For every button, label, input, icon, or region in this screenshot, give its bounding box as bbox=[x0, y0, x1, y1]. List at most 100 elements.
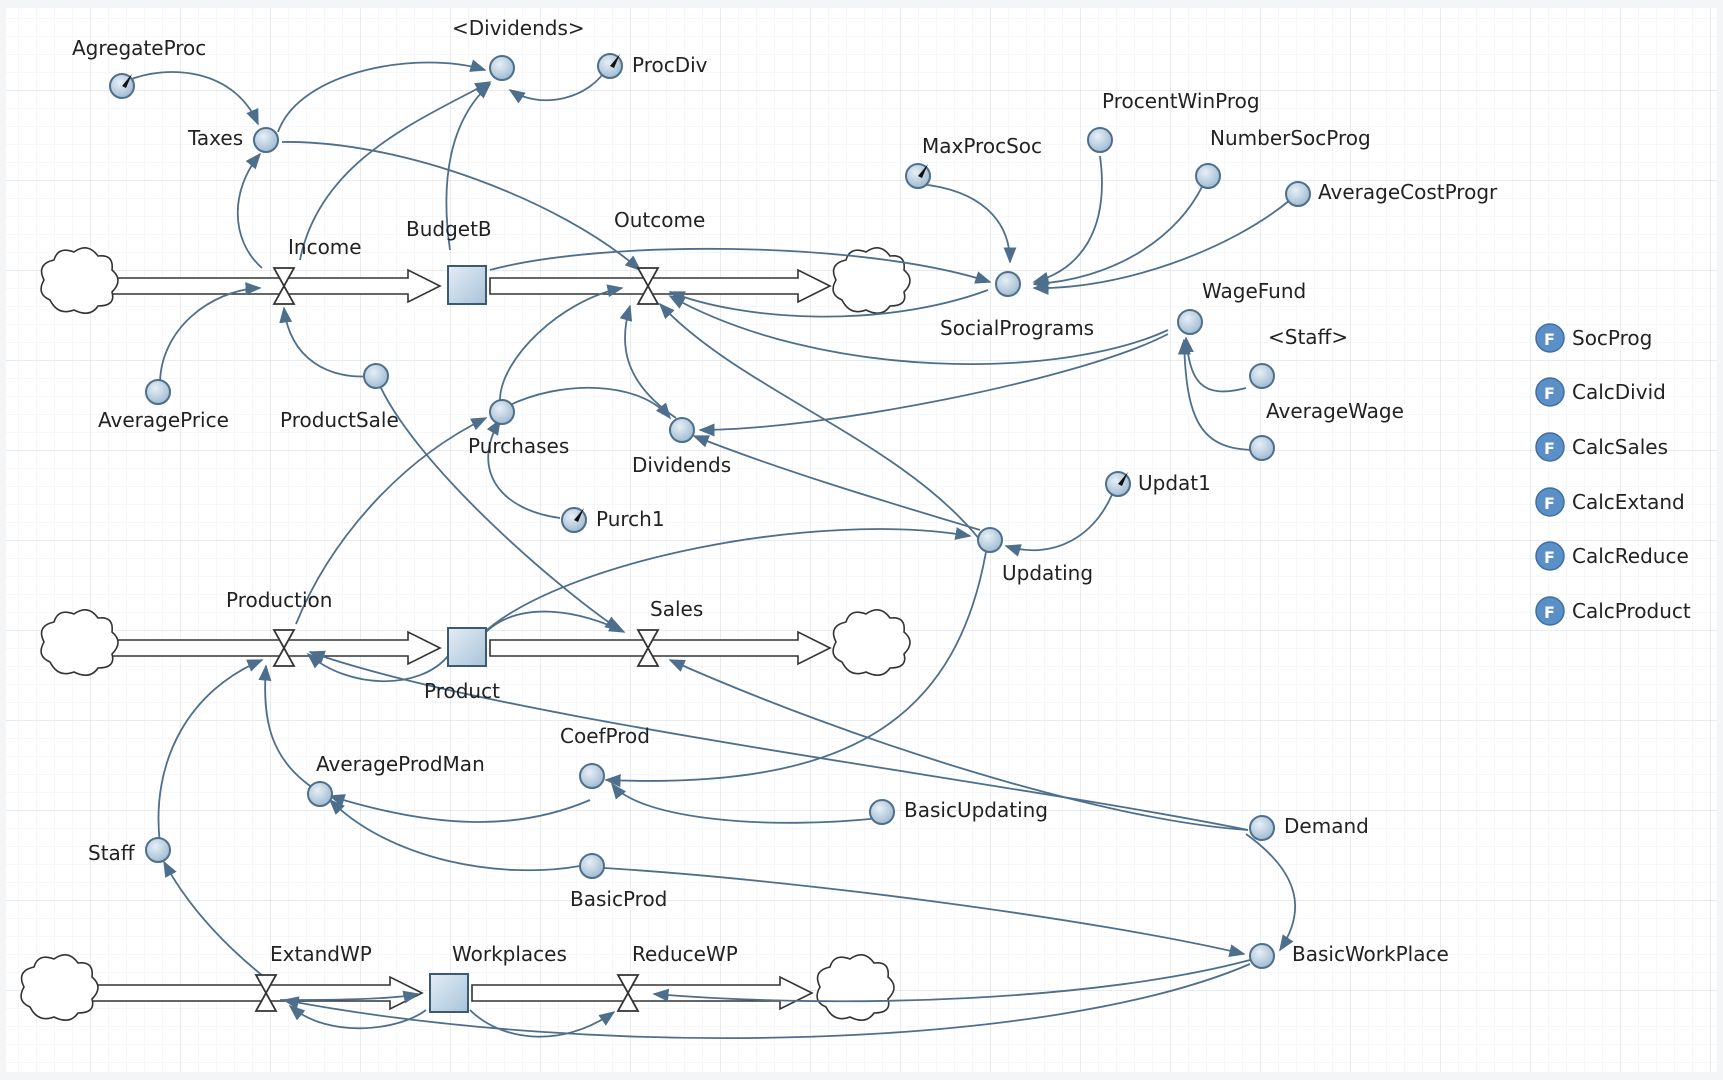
function-item[interactable]: F CalcSales bbox=[1535, 432, 1668, 462]
aux-dividends-shadow[interactable] bbox=[489, 55, 515, 81]
label-number-soc-prog: NumberSocProg bbox=[1210, 126, 1371, 150]
aux-basic-work-place[interactable] bbox=[1249, 943, 1275, 969]
constant-agregate-proc[interactable] bbox=[109, 73, 135, 99]
label-basic-prod: BasicProd bbox=[570, 887, 667, 911]
label-product-sale: ProductSale bbox=[280, 408, 399, 432]
function-icon bbox=[1535, 377, 1565, 407]
pipe-outcome bbox=[489, 268, 832, 304]
aux-number-soc-prog[interactable] bbox=[1195, 163, 1221, 189]
label-product: Product bbox=[424, 679, 500, 703]
label-average-price: AveragePrice bbox=[98, 408, 229, 432]
label-average-cost-progr: AverageCostProgr bbox=[1318, 180, 1498, 204]
valve-production[interactable] bbox=[272, 629, 296, 667]
function-label: SocProg bbox=[1572, 326, 1652, 350]
label-demand: Demand bbox=[1284, 814, 1369, 838]
cloud-sink-2 bbox=[832, 609, 911, 676]
aux-purchases[interactable] bbox=[489, 399, 515, 425]
function-icon bbox=[1535, 596, 1565, 626]
label-agregate-proc: AgregateProc bbox=[72, 36, 206, 60]
cloud-source-1 bbox=[40, 247, 119, 314]
cloud-source-2 bbox=[40, 609, 119, 676]
label-taxes: Taxes bbox=[187, 126, 243, 150]
valve-extend[interactable] bbox=[254, 974, 278, 1012]
valve-reduce[interactable] bbox=[616, 974, 640, 1012]
aux-procent-win-prog[interactable] bbox=[1087, 127, 1113, 153]
label-reduce: ReduceWP bbox=[632, 942, 738, 966]
function-icon bbox=[1535, 541, 1565, 571]
function-label: CalcProduct bbox=[1572, 599, 1691, 623]
aux-average-cost-progr[interactable] bbox=[1285, 181, 1311, 207]
aux-taxes[interactable] bbox=[253, 127, 279, 153]
label-average-prod-man: AverageProdMan bbox=[316, 752, 485, 776]
links bbox=[123, 59, 1296, 1039]
constant-updat1[interactable] bbox=[1105, 471, 1131, 497]
stock-budget[interactable] bbox=[447, 265, 487, 305]
stock-product[interactable] bbox=[447, 627, 487, 667]
label-procent-win-prog: ProcentWinProg bbox=[1102, 89, 1260, 113]
label-purch1: Purch1 bbox=[596, 507, 665, 531]
function-label: CalcSales bbox=[1572, 435, 1668, 459]
pipe-income bbox=[103, 268, 442, 304]
stock-workplaces[interactable] bbox=[429, 973, 469, 1013]
function-item[interactable]: F CalcProduct bbox=[1535, 596, 1691, 626]
cloud-sink-3 bbox=[816, 954, 895, 1021]
label-outcome: Outcome bbox=[614, 208, 705, 232]
aux-updating[interactable] bbox=[977, 527, 1003, 553]
constant-max-proc-soc[interactable] bbox=[905, 163, 931, 189]
aux-basic-prod[interactable] bbox=[579, 853, 605, 879]
aux-average-prod-man[interactable] bbox=[307, 781, 333, 807]
label-coef-prod: CoefProd bbox=[560, 724, 650, 748]
label-dividends-shadow: <Dividends> bbox=[452, 16, 585, 40]
function-icon-letter: F bbox=[1544, 439, 1555, 458]
label-dividends: Dividends bbox=[632, 453, 731, 477]
function-icon-letter: F bbox=[1544, 384, 1555, 403]
label-wage-fund: WageFund bbox=[1202, 279, 1306, 303]
label-extend: ExtandWP bbox=[270, 942, 372, 966]
function-item[interactable]: F CalcReduce bbox=[1535, 541, 1689, 571]
label-income: Income bbox=[288, 235, 362, 259]
label-purchases: Purchases bbox=[468, 434, 569, 458]
label-proc-div: ProcDiv bbox=[632, 53, 708, 77]
label-basic-work-place: BasicWorkPlace bbox=[1292, 942, 1449, 966]
label-production: Production bbox=[226, 588, 332, 612]
pipe-production bbox=[103, 630, 442, 666]
constant-purch1[interactable] bbox=[561, 507, 587, 533]
aux-average-wage[interactable] bbox=[1249, 435, 1275, 461]
aux-demand[interactable] bbox=[1249, 815, 1275, 841]
aux-average-price[interactable] bbox=[145, 379, 171, 405]
valve-income[interactable] bbox=[272, 267, 296, 305]
aux-staff[interactable] bbox=[145, 837, 171, 863]
function-label: CalcReduce bbox=[1572, 544, 1689, 568]
aux-basic-updating[interactable] bbox=[869, 799, 895, 825]
function-icon bbox=[1535, 323, 1565, 353]
aux-wage-fund[interactable] bbox=[1177, 309, 1203, 335]
label-staff: Staff bbox=[88, 841, 136, 865]
function-icon-letter: F bbox=[1544, 494, 1555, 513]
label-sales: Sales bbox=[650, 597, 703, 621]
function-icon-letter: F bbox=[1544, 548, 1555, 567]
aux-social-programs[interactable] bbox=[995, 271, 1021, 297]
function-label: CalcExtand bbox=[1572, 490, 1685, 514]
label-max-proc-soc: MaxProcSoc bbox=[922, 134, 1042, 158]
cloud-source-3 bbox=[20, 954, 99, 1021]
constant-proc-div[interactable] bbox=[597, 53, 623, 79]
function-item[interactable]: F CalcExtand bbox=[1535, 487, 1685, 517]
aux-product-sale[interactable] bbox=[363, 363, 389, 389]
valve-sales[interactable] bbox=[636, 629, 660, 667]
aux-coef-prod[interactable] bbox=[579, 763, 605, 789]
pipe-sales bbox=[489, 630, 832, 666]
function-item[interactable]: F SocProg bbox=[1535, 323, 1652, 353]
aux-dividends[interactable] bbox=[669, 417, 695, 443]
function-icon-letter: F bbox=[1544, 330, 1555, 349]
function-item[interactable]: F CalcDivid bbox=[1535, 377, 1666, 407]
function-icon-letter: F bbox=[1544, 603, 1555, 622]
aux-staff-shadow[interactable] bbox=[1249, 363, 1275, 389]
cloud-sink-1 bbox=[832, 247, 911, 314]
valve-outcome[interactable] bbox=[636, 267, 660, 305]
label-budget: BudgetB bbox=[406, 217, 492, 241]
label-basic-updating: BasicUpdating bbox=[904, 798, 1048, 822]
label-updating: Updating bbox=[1002, 561, 1093, 585]
grid bbox=[6, 8, 1717, 1072]
function-icon bbox=[1535, 432, 1565, 462]
